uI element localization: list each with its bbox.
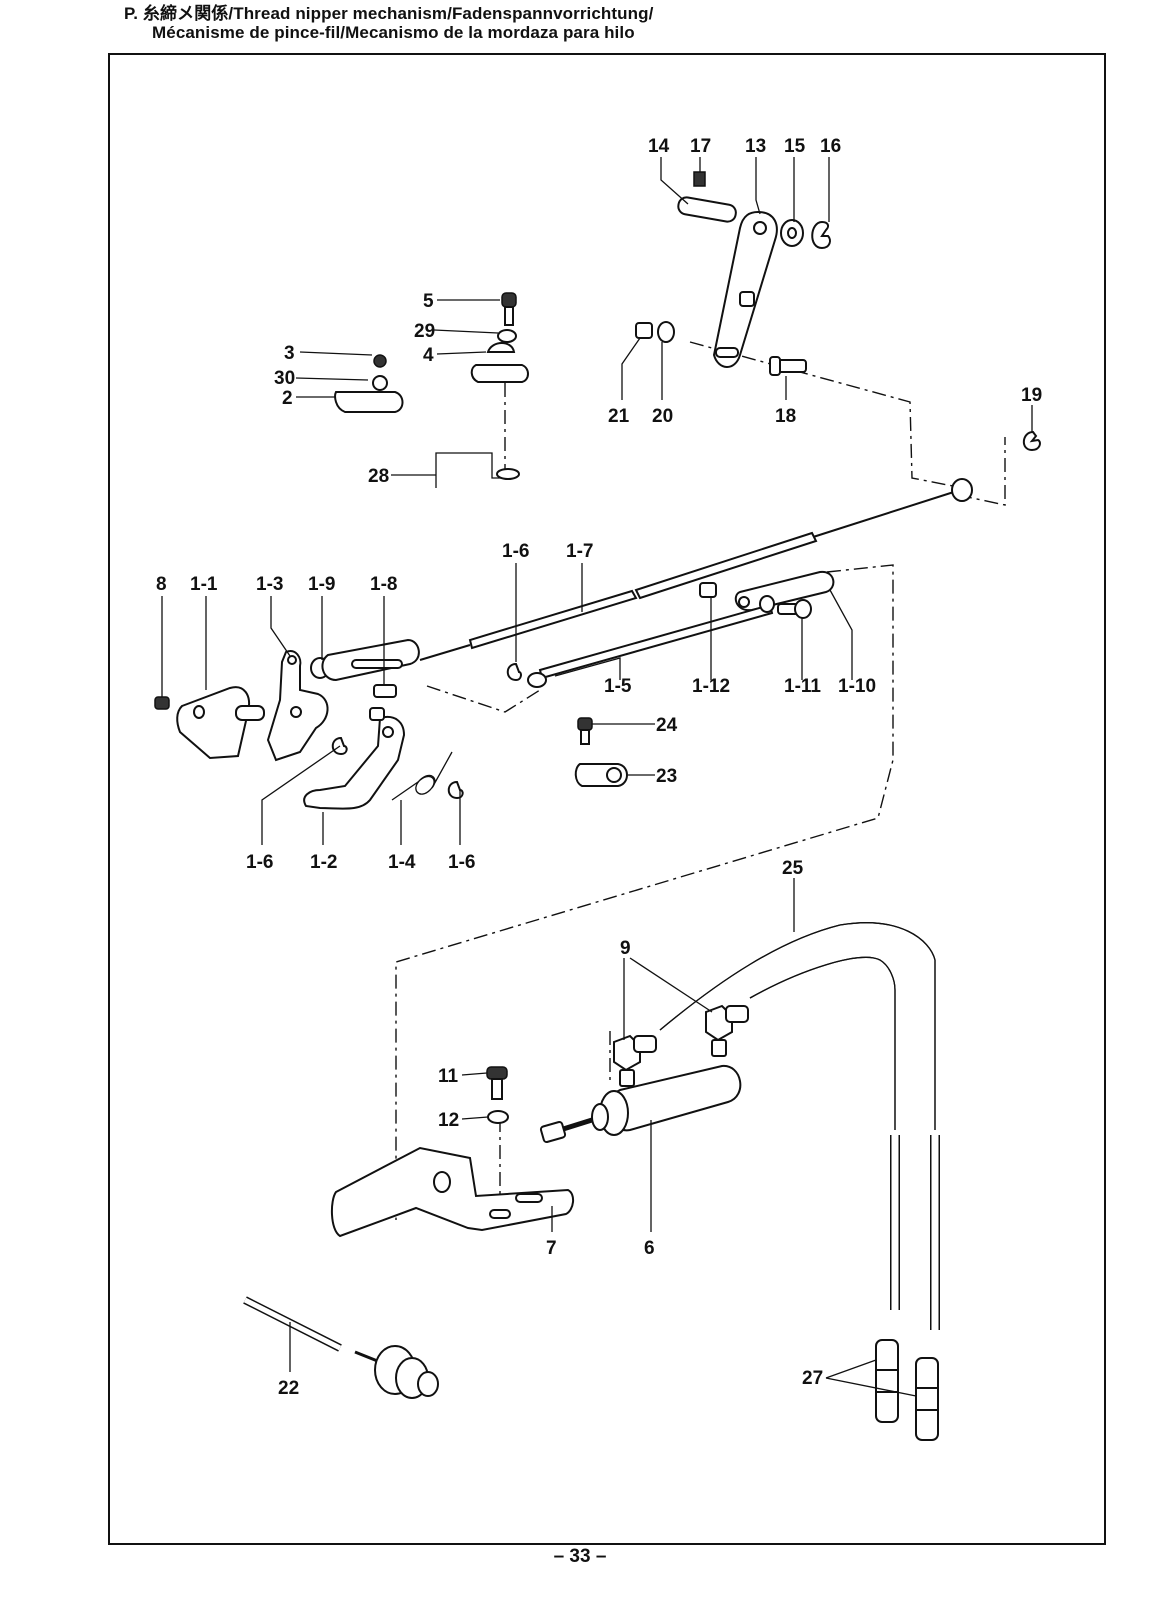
- callout-23: 23: [656, 766, 677, 787]
- callout-1-9: 1-9: [308, 574, 335, 595]
- callout-1-1: 1-1: [190, 574, 218, 595]
- callout-9: 9: [620, 938, 631, 959]
- title-line-1: P. 糸締メ関係/Thread nipper mechanism/Fadensp…: [124, 4, 654, 23]
- callout-30: 30: [274, 368, 295, 389]
- clamps-2-4-28: [334, 292, 529, 488]
- callout-1-7: 1-7: [566, 541, 593, 562]
- rod-1-7: [419, 478, 973, 661]
- callout-3: 3: [284, 343, 295, 364]
- callout-20: 20: [652, 406, 673, 427]
- callout-15: 15: [784, 136, 806, 157]
- air-cylinder-6: [539, 1064, 742, 1144]
- plate-1-10: [527, 570, 835, 688]
- callout-labels: 14 17 13 15 16 5 29 4 3 30 2 28 21 20 18…: [156, 136, 1042, 1399]
- callout-8: 8: [156, 574, 167, 595]
- page-title: P. 糸締メ関係/Thread nipper mechanism/Fadensp…: [124, 4, 653, 42]
- callout-1-4: 1-4: [388, 852, 416, 873]
- callout-14: 14: [648, 136, 670, 157]
- callout-19: 19: [1021, 385, 1042, 406]
- nipper-levers: [266, 638, 522, 810]
- page-number: – 33 –: [553, 1546, 607, 1567]
- callout-2: 2: [282, 388, 293, 409]
- lever-13-assembly: [677, 171, 831, 368]
- callout-18: 18: [775, 406, 796, 427]
- callout-1-3: 1-3: [256, 574, 283, 595]
- callout-1-10: 1-10: [838, 676, 876, 697]
- bracket-7: [330, 1066, 574, 1238]
- clamp-23: [574, 717, 628, 787]
- callout-1-12: 1-12: [692, 676, 730, 697]
- callout-17: 17: [690, 136, 711, 157]
- callout-27: 27: [802, 1368, 823, 1389]
- callout-6: 6: [644, 1238, 655, 1259]
- connectors-27: [875, 1339, 939, 1441]
- air-tubes-25: [659, 922, 940, 1330]
- callout-16: 16: [820, 136, 841, 157]
- elbow-fittings-9: [613, 1004, 749, 1087]
- callout-24: 24: [656, 715, 678, 736]
- callout-11: 11: [438, 1066, 459, 1087]
- callout-1-6-right: 1-6: [448, 852, 475, 873]
- callout-1-6-top: 1-6: [502, 541, 529, 562]
- callout-1-5: 1-5: [604, 676, 632, 697]
- callout-28: 28: [368, 466, 389, 487]
- callout-25: 25: [782, 858, 804, 879]
- callout-1-8: 1-8: [370, 574, 397, 595]
- callout-4: 4: [423, 345, 434, 366]
- lever-fasteners: [635, 321, 807, 376]
- callout-1-6-left: 1-6: [246, 852, 273, 873]
- leader-lines: [161, 157, 1033, 1397]
- callout-1-11: 1-11: [784, 676, 821, 697]
- callout-21: 21: [608, 406, 630, 427]
- bracket-1-1: [154, 686, 265, 760]
- pin-22-and-valve: [243, 1296, 439, 1399]
- callout-7: 7: [546, 1238, 557, 1259]
- callout-12: 12: [438, 1110, 459, 1131]
- diagram-frame: [108, 53, 1106, 1545]
- callout-13: 13: [745, 136, 766, 157]
- callout-1-2: 1-2: [310, 852, 337, 873]
- callout-22: 22: [278, 1378, 299, 1399]
- callout-5: 5: [423, 291, 434, 312]
- e-ring-19: [1022, 430, 1041, 452]
- title-line-2: Mécanisme de pince-fil/Mecanismo de la m…: [152, 23, 635, 42]
- callout-29: 29: [414, 321, 435, 342]
